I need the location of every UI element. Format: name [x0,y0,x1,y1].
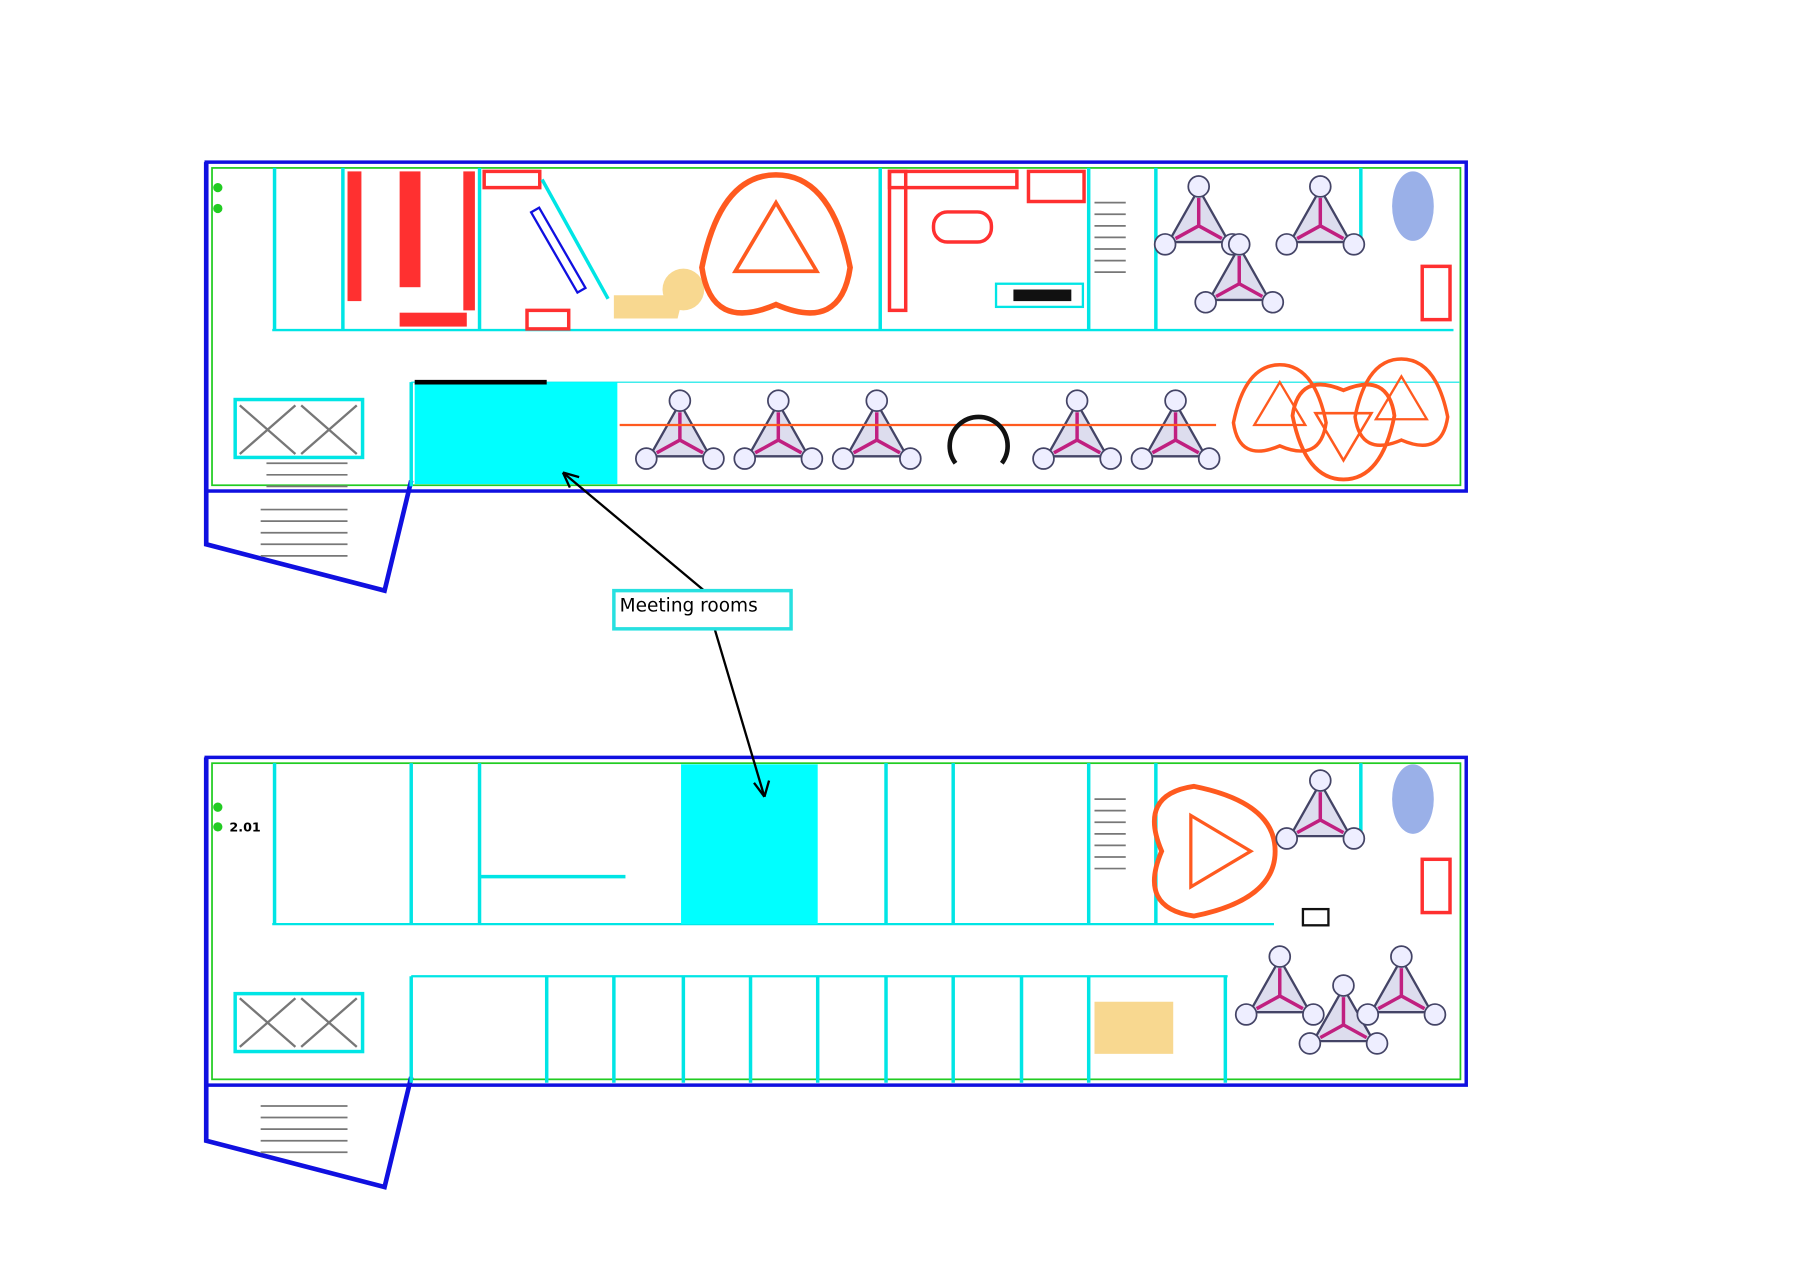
lower-floor: 2.01 [203,755,1468,1190]
outer-wall [204,160,1468,493]
room-number: 2.01 [229,821,260,836]
meeting-rooms-callout: Meeting rooms [561,471,793,798]
callout-box [612,588,793,631]
meeting-room-lower [681,764,818,925]
callout-label: Meeting rooms [620,595,758,616]
stair-wing-wall [203,162,414,594]
upper-floor [203,160,1468,594]
outer-wall [204,755,1468,1087]
meeting-room-upper [414,382,618,485]
stair-wing-wall [203,757,414,1190]
